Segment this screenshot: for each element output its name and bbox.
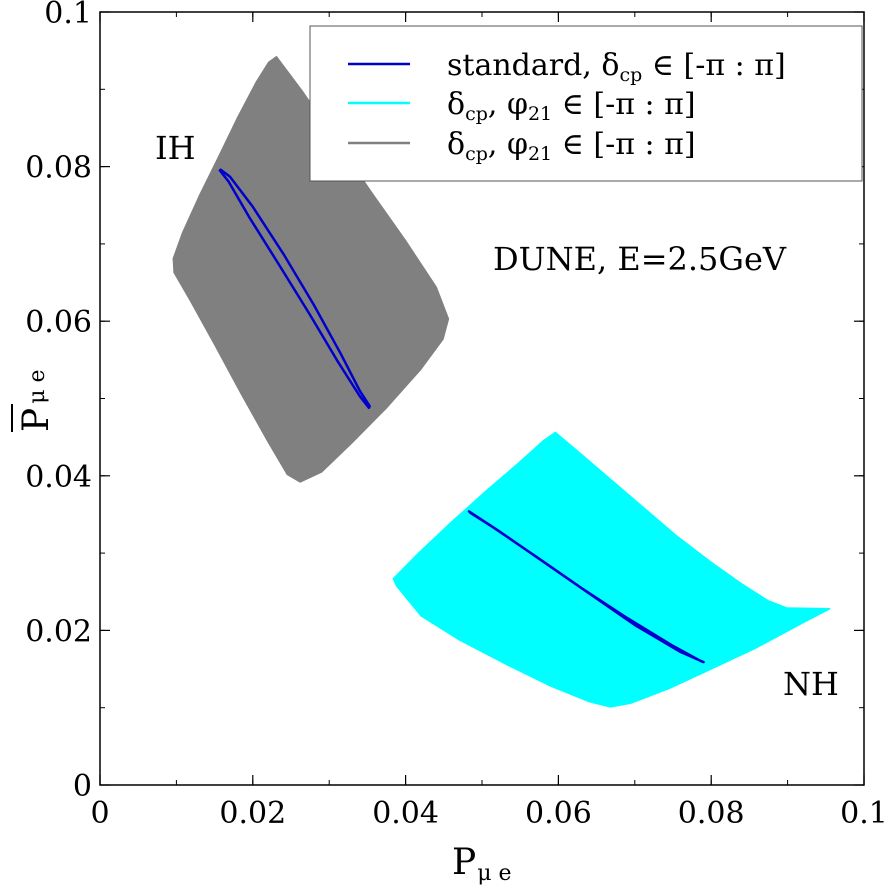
y-axis-title: Pμ e: [16, 369, 57, 432]
x-tick-label: 0.06: [525, 796, 592, 831]
x-axis-title: Pμ e: [452, 842, 512, 885]
x-tick-label: 0.02: [219, 796, 286, 831]
data-regions: [172, 56, 831, 708]
y-tick-label: 0.04: [25, 460, 92, 495]
series-curve-2: [218, 168, 371, 410]
legend-entry-standard: standard, δcp ∈ [-π : π]: [447, 48, 786, 86]
x-tick-label: 0.08: [678, 796, 745, 831]
series-region-1: [392, 431, 831, 708]
axis-ticks: 0 0.02 0.04 0.06 0.08 0.1 0 0.02 0.04 0.06 0.08 0.1: [25, 0, 885, 831]
y-axis-title-main: P: [16, 408, 57, 432]
x-axis-title-main: P: [452, 842, 476, 883]
nh-label: NH: [783, 665, 839, 703]
x-tick-label: 0.1: [840, 796, 885, 831]
y-axis-title-sub: μ e: [25, 369, 50, 403]
legend: standard, δcp ∈ [-π : π] δcp, φ21 ∈ [-π …: [309, 25, 863, 182]
legend-entry-ih: δcp, φ21 ∈ [-π : π]: [447, 127, 696, 165]
svg-text:Pμ e: Pμ e: [16, 369, 57, 432]
x-axis-title-sub: μ e: [477, 861, 511, 885]
series-region-0: [172, 56, 450, 483]
x-tick-label: 0.04: [372, 796, 439, 831]
y-tick-label: 0.08: [25, 151, 92, 186]
plot-frame: [99, 11, 865, 786]
y-tick-label: 0.02: [25, 614, 92, 649]
data-curves: [218, 168, 705, 664]
legend-entry-nh: δcp, φ21 ∈ [-π : π]: [447, 87, 696, 125]
y-tick-label: 0: [73, 769, 92, 804]
series-curve-3: [467, 510, 705, 664]
experiment-label: DUNE, E=2.5GeV: [493, 240, 787, 278]
y-tick-label: 0.06: [25, 305, 92, 340]
ih-label: IH: [155, 129, 196, 167]
x-tick-label: 0: [90, 796, 109, 831]
y-tick-label: 0.1: [44, 0, 92, 31]
